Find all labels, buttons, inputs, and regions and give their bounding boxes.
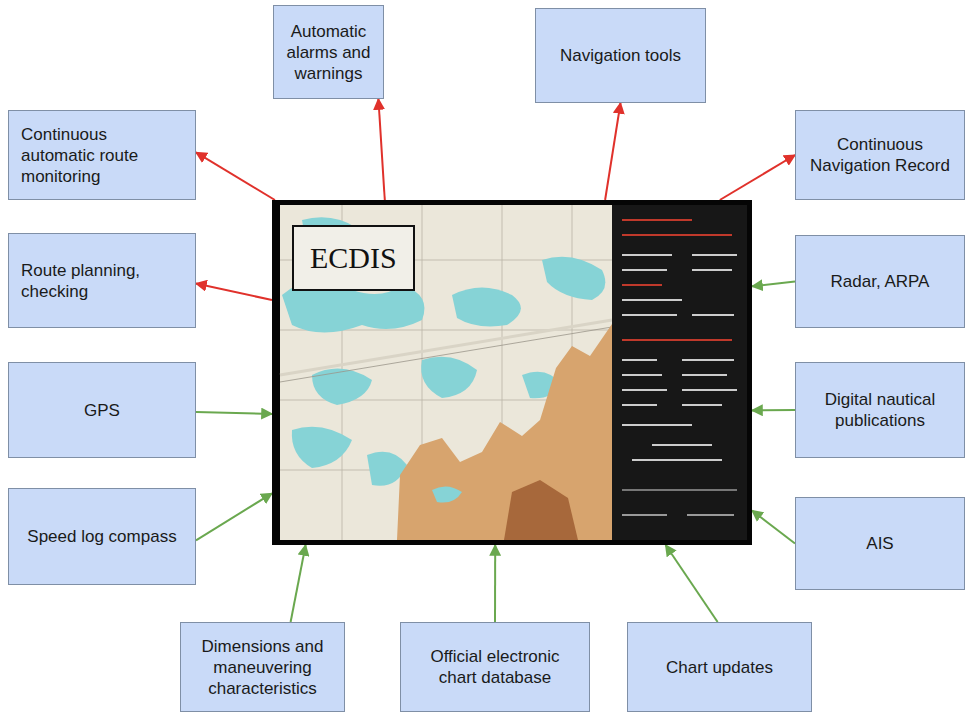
box-label: GPS xyxy=(21,400,183,421)
arrow-connector xyxy=(196,152,275,200)
function-box: AIS xyxy=(795,497,965,590)
arrow-connector xyxy=(605,103,620,200)
function-box: Route planning, checking xyxy=(8,233,196,328)
box-label: Navigation tools xyxy=(548,45,693,66)
arrow-connector xyxy=(291,545,306,622)
box-label: Route planning, checking xyxy=(21,260,183,302)
arrow-connector xyxy=(378,99,384,200)
box-label: Dimensions and maneuvering characteristi… xyxy=(193,636,332,699)
arrow-connector xyxy=(196,283,272,300)
function-box: Speed log compass xyxy=(8,488,196,585)
box-label: Chart updates xyxy=(640,657,799,678)
function-box: Digital nautical publications xyxy=(795,362,965,458)
arrow-connector xyxy=(752,511,795,544)
box-label: Official electronic chart database xyxy=(413,646,577,688)
arrow-connector xyxy=(752,409,795,411)
box-label: Radar, ARPA xyxy=(808,271,952,292)
function-box: Official electronic chart database xyxy=(400,622,590,712)
box-label: Continuous Navigation Record xyxy=(808,134,952,176)
function-box: Automatic alarms and warnings xyxy=(273,5,384,99)
arrow-connector xyxy=(720,155,795,200)
arrow-connector xyxy=(752,282,795,287)
function-box: Continuous automatic route monitoring xyxy=(8,110,196,200)
box-label: Digital nautical publications xyxy=(808,389,952,431)
arrow-connector xyxy=(666,545,718,622)
arrow-connector xyxy=(494,545,496,622)
box-label: Speed log compass xyxy=(21,526,183,547)
function-box: Dimensions and maneuvering characteristi… xyxy=(180,622,345,712)
function-box: Radar, ARPA xyxy=(795,235,965,328)
function-box: GPS xyxy=(8,362,196,458)
function-box: Continuous Navigation Record xyxy=(795,110,965,200)
box-label: AIS xyxy=(808,533,952,554)
function-box: Navigation tools xyxy=(535,8,706,103)
ecdis-screen: ECDIS xyxy=(272,200,752,545)
arrow-connector xyxy=(196,412,272,414)
function-box: Chart updates xyxy=(627,622,812,712)
box-label: Continuous automatic route monitoring xyxy=(21,124,183,187)
screen-title: ECDIS xyxy=(292,225,415,291)
arrow-connector xyxy=(196,493,272,540)
box-label: Automatic alarms and warnings xyxy=(286,21,371,84)
